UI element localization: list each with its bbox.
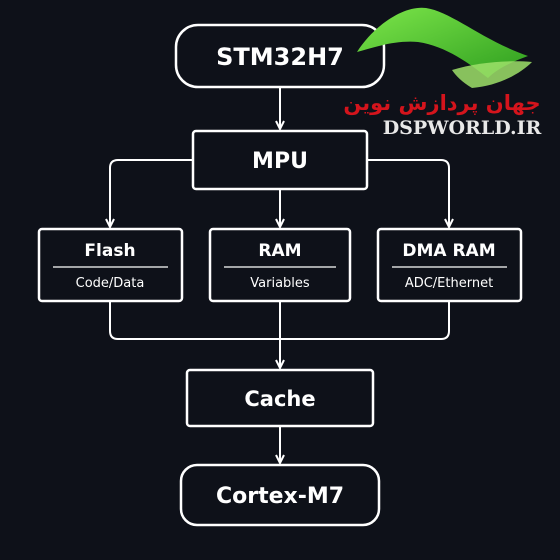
- leaf-accent-icon: [452, 61, 532, 88]
- node-flash-box: [37, 227, 184, 303]
- node-mpu-label: MPU: [252, 149, 308, 174]
- node-cache: Cache: [185, 368, 375, 428]
- node-ram-sublabel: Variables: [250, 276, 310, 291]
- node-cortex-m7-box: [179, 463, 381, 527]
- connectors: [110, 87, 449, 463]
- node-ram-box: [208, 227, 352, 303]
- edge-flash-cache: [109, 301, 280, 340]
- node-cortex-m7-label: Cortex-M7: [216, 484, 344, 509]
- node-dma-ram-box: [376, 227, 523, 303]
- node-cache-box: [185, 368, 375, 428]
- node-mpu-box: [191, 129, 369, 191]
- node-flash-sublabel: Code/Data: [76, 276, 145, 291]
- node-stm32h7: STM32H7: [174, 23, 386, 89]
- watermark-domain-text: DSPWORLD.IR: [383, 117, 542, 139]
- node-ram-label: RAM: [258, 241, 301, 261]
- node-stm32h7-box: [174, 23, 386, 89]
- node-flash: Flash Code/Data: [37, 227, 184, 303]
- node-dma-ram: DMA RAM ADC/Ethernet: [376, 227, 523, 303]
- leaf-icon: [357, 7, 528, 79]
- node-stm32h7-label: STM32H7: [216, 43, 344, 71]
- node-ram: RAM Variables: [208, 227, 352, 303]
- edge-dma-ram-cache: [280, 301, 450, 340]
- node-dma-ram-label: DMA RAM: [402, 241, 495, 261]
- edge-mpu-flash: [110, 159, 193, 227]
- node-cache-label: Cache: [244, 387, 315, 411]
- node-mpu: MPU: [191, 129, 369, 191]
- watermark-persian-text: جهان پردازش نوین: [343, 91, 540, 115]
- node-cortex-m7: Cortex-M7: [179, 463, 381, 527]
- node-flash-label: Flash: [84, 241, 135, 261]
- watermark-logo: جهان پردازش نوین DSPWORLD.IR: [343, 7, 542, 139]
- edge-mpu-dma-ram: [367, 159, 449, 227]
- node-dma-ram-sublabel: ADC/Ethernet: [405, 276, 493, 291]
